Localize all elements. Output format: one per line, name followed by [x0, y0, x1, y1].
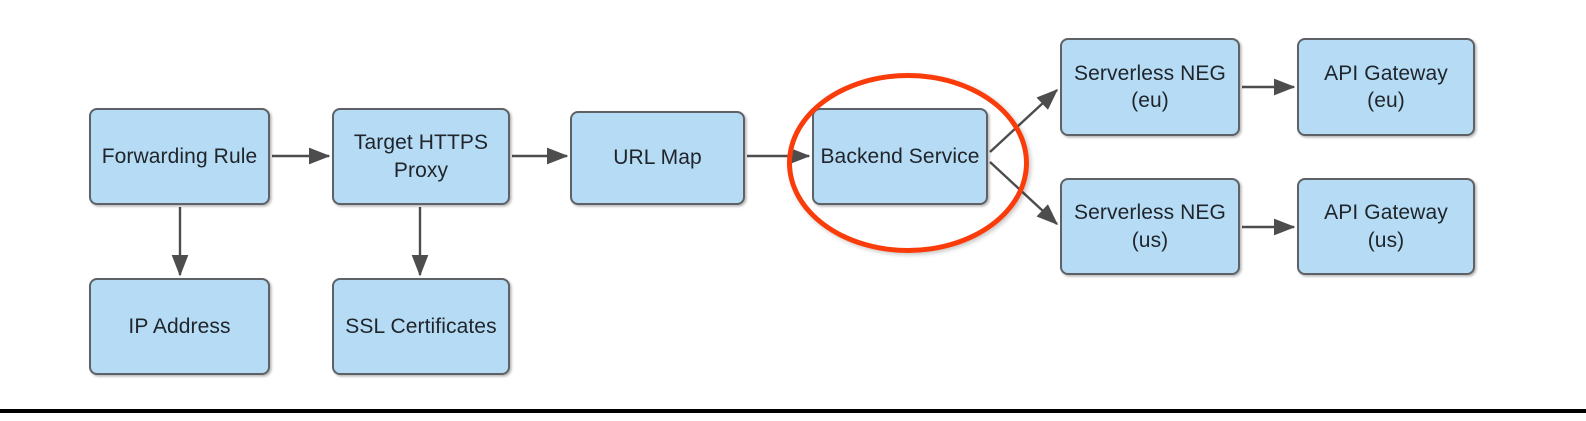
node-target-https-proxy[interactable]: Target HTTPS Proxy [332, 108, 510, 205]
node-url-map[interactable]: URL Map [570, 111, 745, 205]
node-ip-address[interactable]: IP Address [89, 278, 270, 375]
node-serverless-neg-us[interactable]: Serverless NEG (us) [1060, 178, 1240, 275]
node-api-gateway-eu[interactable]: API Gateway (eu) [1297, 38, 1475, 136]
bottom-divider [0, 409, 1586, 413]
node-serverless-neg-eu[interactable]: Serverless NEG (eu) [1060, 38, 1240, 136]
node-ssl-certificates[interactable]: SSL Certificates [332, 278, 510, 375]
node-forwarding-rule[interactable]: Forwarding Rule [89, 108, 270, 205]
node-api-gateway-us[interactable]: API Gateway (us) [1297, 178, 1475, 275]
backend-service-highlight-ellipse [787, 73, 1029, 253]
